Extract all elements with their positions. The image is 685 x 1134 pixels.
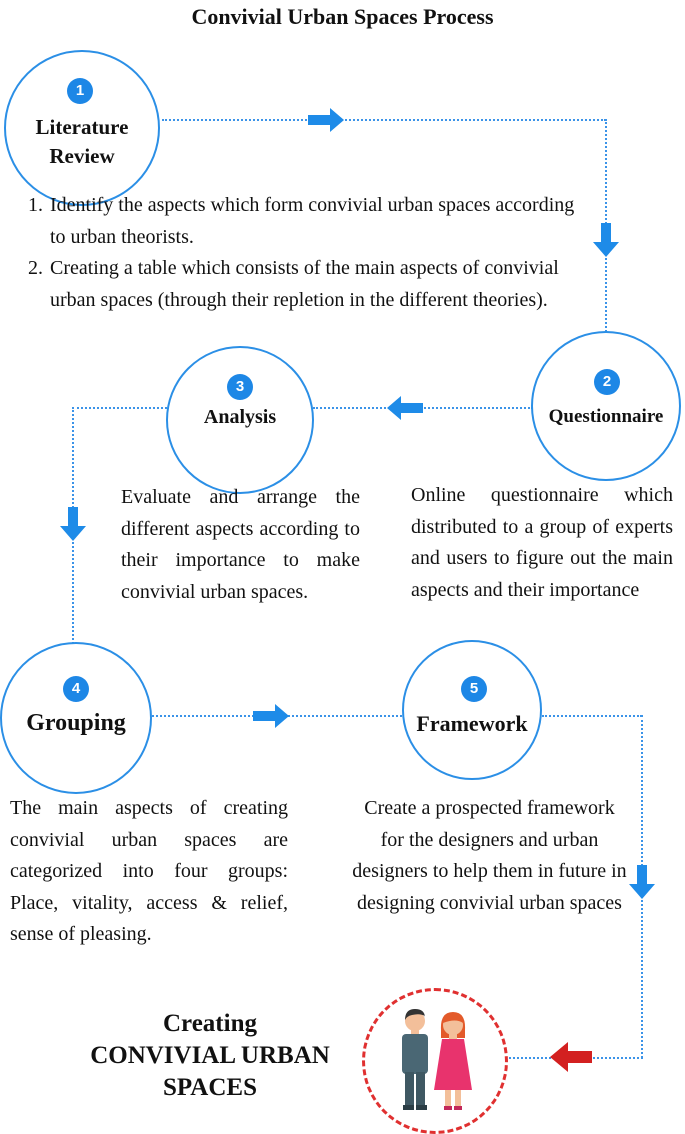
step-description-framework: Create a prospected framework for the de… (352, 797, 627, 914)
arrow-right-icon (253, 704, 289, 728)
step-circle-literature-review (4, 50, 160, 206)
final-outcome-label: Creating CONVIVIAL URBAN SPACES (90, 1010, 330, 1101)
step-number-badge: 5 (461, 676, 487, 702)
step-label-questionnaire: Questionnaire (548, 406, 664, 427)
step-circle-framework (402, 640, 542, 780)
connector-3-4-horizontal (72, 407, 167, 409)
step-label-literature-review: Literature Review (35, 115, 129, 168)
step-number-badge: 2 (594, 369, 620, 395)
step-circle-analysis (166, 346, 314, 494)
step-number-badge: 4 (63, 676, 89, 702)
arrow-down-icon (60, 507, 86, 541)
step-description-analysis: Evaluate and arrange the different aspec… (121, 486, 360, 603)
step-description-questionnaire: Online questionnaire which distributed t… (411, 484, 673, 601)
step-label-grouping: Grouping (26, 710, 126, 736)
description-item: Creating a table which consists of the m… (48, 253, 584, 316)
step-label-framework: Framework (416, 711, 528, 736)
connector-1-2-horizontal (162, 119, 606, 121)
arrow-down-icon (593, 223, 619, 257)
arrow-left-icon (387, 396, 423, 420)
step-circle-questionnaire (531, 331, 681, 481)
diagram-title: Convivial Urban Spaces Process (191, 4, 494, 29)
step-description-grouping: The main aspects of creating convivial u… (10, 797, 288, 945)
step-circle-grouping (0, 642, 152, 794)
people-icon (402, 1009, 472, 1110)
description-item: Identify the aspects which form convivia… (48, 190, 584, 253)
step-label-analysis: Analysis (203, 406, 277, 428)
arrow-right-icon (308, 108, 344, 132)
step-number-badge: 1 (67, 78, 93, 104)
step-number-badge: 3 (227, 374, 253, 400)
arrow-left-icon (550, 1042, 592, 1072)
step-description-literature-review: Identify the aspects which form convivia… (24, 190, 584, 316)
final-outcome-circle (362, 988, 508, 1134)
connector-5-final-horizontal (542, 715, 642, 717)
arrow-down-icon (629, 865, 655, 899)
